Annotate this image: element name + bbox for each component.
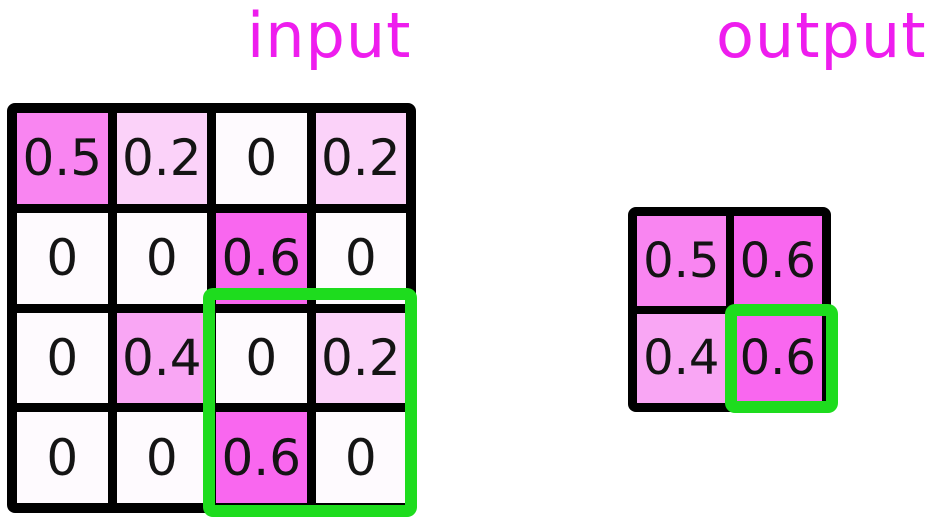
grid-cell: 0	[116, 412, 207, 503]
grid-cell: 0	[17, 312, 108, 404]
grid-cell: 0	[116, 212, 207, 304]
grid-cell: 0.2	[116, 113, 207, 204]
grid-cell: 0.2	[315, 113, 406, 204]
grid-cell: 0.6	[216, 412, 307, 503]
grid-cell: 0.5	[17, 113, 108, 204]
output-title: output	[716, 0, 927, 72]
grid-cell: 0	[216, 312, 307, 404]
grid-cell: 0.6	[733, 313, 822, 403]
grid-cell: 0	[216, 113, 307, 204]
grid-cell: 0.5	[637, 216, 726, 306]
grid-cell: 0.2	[315, 312, 406, 404]
grid-cell: 0	[17, 412, 108, 503]
grid-cell: 0	[315, 212, 406, 304]
grid-cell: 0	[17, 212, 108, 304]
grid-cell: 0.4	[116, 312, 207, 404]
grid-cell: 0.4	[637, 313, 726, 403]
grid-cell: 0.6	[733, 216, 822, 306]
input-title: input	[247, 0, 412, 72]
grid-cell: 0.6	[216, 212, 307, 304]
grid-cell: 0	[315, 412, 406, 503]
